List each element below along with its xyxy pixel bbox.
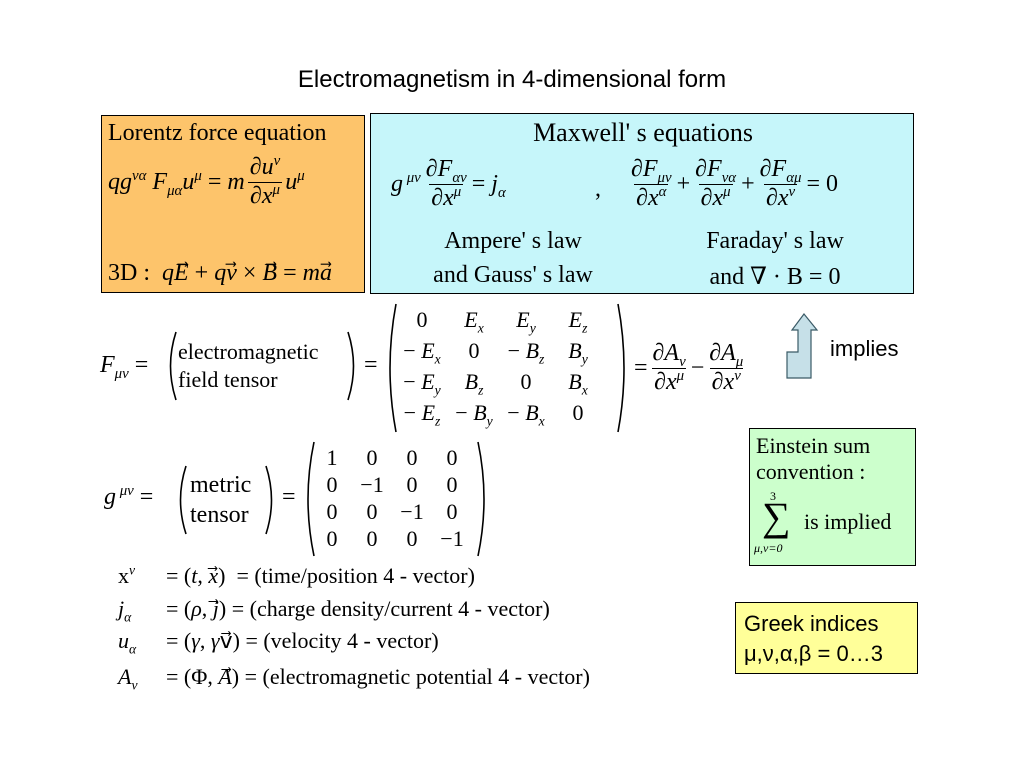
field-matrix-cell: − Bz <box>507 337 545 366</box>
field-matrix-cell: 0 <box>572 399 584 425</box>
metric-description: metric tensor <box>190 470 251 530</box>
metric-matrix-cell: 1 <box>326 444 338 470</box>
field-matrix-cell: 0 <box>520 368 532 394</box>
four-vector-velocity: uα= (γ, γv⃗) = (velocity 4 - vector) <box>118 628 439 657</box>
metric-matrix-cell: −1 <box>400 498 424 524</box>
einstein-sum-box: Einstein sum convention : 3 ∑ μ,ν=0 is i… <box>749 428 916 566</box>
metric-desc-line1: metric <box>190 472 252 498</box>
field-matrix-row: 0 Ex Ey Ez <box>396 304 604 335</box>
metric-matrix-cell: 0 <box>406 525 418 551</box>
four-vector-position: xν= (t, x⃗) = (time/position 4 - vector) <box>118 562 475 588</box>
field-matrix-cell: Ex <box>464 306 484 335</box>
field-matrix-cell: By <box>568 337 588 366</box>
metric-matrix-cell: 0 <box>326 525 338 551</box>
metric-right-paren-icon <box>265 465 273 535</box>
metric-matrix-cell: 0 <box>406 444 418 470</box>
metric-matrix-cell: 0 <box>446 444 458 470</box>
lorentz-4d-equation: qgνα Fμαuμ = m ∂uν∂xμ uμ <box>108 153 305 209</box>
position-vector-desc: = (time/position 4 - vector) <box>236 563 475 588</box>
metric-matrix-cell: 0 <box>366 444 378 470</box>
maxwell-inhomogeneous-equation: g μν ∂Fαν∂xμ = jα <box>391 156 506 211</box>
metric-matrix-cell: −1 <box>440 525 464 551</box>
potential-derivative-expression: = ∂Aν∂xμ − ∂Aμ∂xν <box>634 340 744 395</box>
faraday-label-line2: and ∇ · B = 0 <box>709 264 841 290</box>
metric-matrix-row: 1 0 0 0 <box>312 444 472 471</box>
einstein-line2: convention : <box>756 459 866 484</box>
equals-sign: = <box>364 352 378 378</box>
matrix-left-paren-icon <box>389 303 397 433</box>
field-tensor-symbol: Fμν = <box>100 352 149 382</box>
field-matrix-row: − Ez − By − Bx 0 <box>396 397 604 428</box>
field-matrix-cell: − Ey <box>403 368 441 397</box>
field-matrix-cell: − By <box>455 399 493 428</box>
ampere-label-line2: and Gauss' s law <box>433 262 593 288</box>
comma-separator: , <box>595 176 601 202</box>
field-matrix-cell: Bx <box>568 368 588 397</box>
lorentz-3d-equation: 3D : qE⃗ + qv⃗ × B⃗ = ma⃗ <box>108 260 332 286</box>
field-tensor-desc-line2: field tensor <box>178 367 278 392</box>
metric-matrix-cell: 0 <box>326 471 338 497</box>
matrix-right-paren-icon <box>617 303 625 433</box>
field-tensor-desc-line1: electromagnetic <box>178 339 319 364</box>
ampere-label-line1: Ampere' s law <box>444 228 582 254</box>
sum-upper-limit: 3 <box>770 489 776 503</box>
metric-matrix-cell: 0 <box>406 471 418 497</box>
metric-matrix-cell: 0 <box>446 498 458 524</box>
field-matrix-row: − Ey Bz 0 Bx <box>396 366 604 397</box>
sum-lower-limit: μ,ν=0 <box>754 541 783 555</box>
page-title: Electromagnetism in 4-dimensional form <box>297 66 727 93</box>
field-matrix-cell: 0 <box>416 306 428 332</box>
metric-matrix-left-paren-icon <box>307 441 315 557</box>
is-implied-text: is implied <box>804 509 892 534</box>
potential-vector-desc: = (electromagnetic potential 4 - vector) <box>244 664 590 689</box>
metric-matrix-cell: 0 <box>366 525 378 551</box>
summation-icon: ∑ <box>762 494 791 539</box>
right-paren-icon <box>347 331 355 401</box>
einstein-line1: Einstein sum <box>756 433 871 458</box>
metric-equals: = <box>282 484 296 510</box>
lorentz-force-box: Lorentz force equation qgνα Fμαuμ = m ∂u… <box>101 115 365 293</box>
metric-symbol: g μν = <box>104 483 154 510</box>
metric-matrix-cell: −1 <box>360 471 384 497</box>
four-vector-potential: Aν= (Φ, A⃗) = (electromagnetic potential… <box>118 664 590 693</box>
label-3d: 3D : <box>108 260 150 286</box>
metric-matrix-cell: 0 <box>326 498 338 524</box>
metric-matrix-row: 0 −1 0 0 <box>312 471 472 498</box>
field-matrix-cell: Ez <box>568 306 588 335</box>
left-paren-icon <box>169 331 177 401</box>
greek-indices-box: Greek indices μ,ν,α,β = 0…3 <box>735 602 918 674</box>
metric-matrix-row: 0 0 0 −1 <box>312 525 472 552</box>
four-vector-current: jα= (ρ, j⃗) = (charge density/current 4 … <box>118 596 550 625</box>
maxwell-equations-box: Maxwell' s equations g μν ∂Fαν∂xμ = jα ,… <box>370 113 914 294</box>
faraday-label-line1: Faraday' s law <box>706 228 844 254</box>
maxwell-homogeneous-equation: ∂Fμν∂xα + ∂Fνα∂xμ + ∂Fαμ∂xν = 0 <box>631 156 839 211</box>
metric-matrix-right-paren-icon <box>477 441 485 557</box>
metric-matrix-cell: 0 <box>366 498 378 524</box>
implies-arrow-icon <box>786 313 819 379</box>
field-matrix-cell: 0 <box>468 337 480 363</box>
implies-label: implies <box>830 336 899 361</box>
greek-line1: Greek indices <box>744 611 879 636</box>
field-matrix-cell: Ey <box>516 306 536 335</box>
lorentz-heading: Lorentz force equation <box>108 120 327 146</box>
metric-matrix-cell: 0 <box>446 471 458 497</box>
greek-line2: μ,ν,α,β = 0…3 <box>744 641 883 666</box>
field-matrix-row: − Ex 0 − Bz By <box>396 335 604 366</box>
field-matrix-cell: − Ex <box>403 337 441 366</box>
velocity-vector-desc: = (velocity 4 - vector) <box>245 628 439 653</box>
field-matrix-cell: Bz <box>464 368 484 397</box>
field-tensor-description: electromagnetic field tensor <box>178 338 318 394</box>
field-matrix-cell: − Bx <box>507 399 545 428</box>
metric-left-paren-icon <box>179 465 187 535</box>
field-matrix-cell: − Ez <box>403 399 441 428</box>
current-vector-desc: = (charge density/current 4 - vector) <box>231 596 550 621</box>
metric-matrix-row: 0 0 −1 0 <box>312 498 472 525</box>
maxwell-heading: Maxwell' s equations <box>533 118 753 147</box>
metric-desc-line2: tensor <box>190 502 249 528</box>
